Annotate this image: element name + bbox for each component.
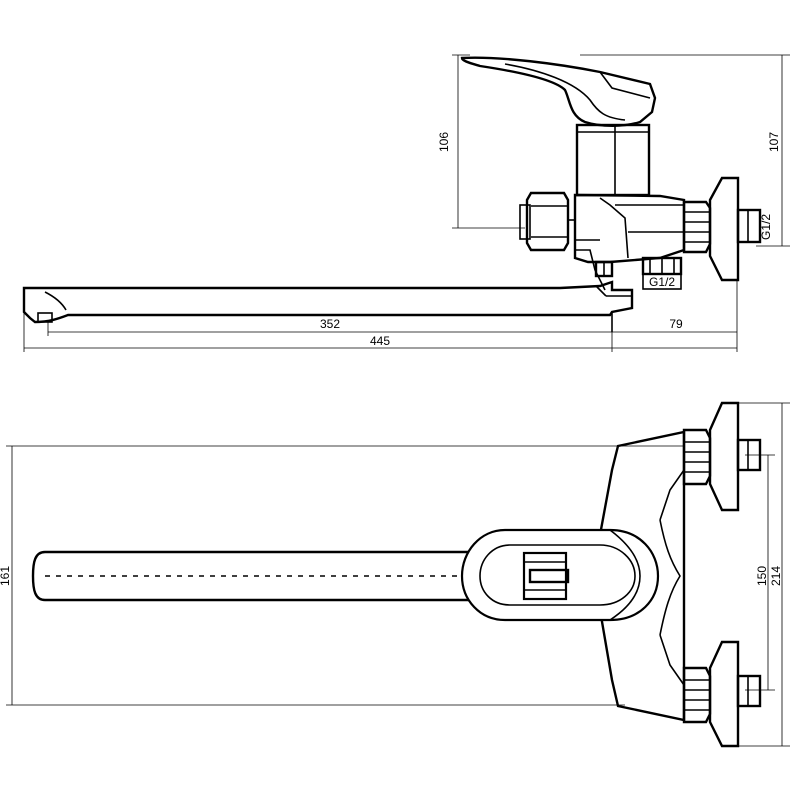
dim-label-352: 352 — [320, 317, 340, 331]
wall-connector-side: G1/2 — [682, 176, 773, 282]
dim-label-214: 214 — [769, 566, 783, 586]
dim-label-161: 161 — [0, 566, 12, 586]
dim-label-107: 107 — [767, 132, 781, 152]
eccentric-connector-upper — [682, 401, 762, 512]
thread-label-right: G1/2 — [759, 214, 773, 240]
dimension-overall-depth: 214 — [722, 402, 790, 747]
dim-label-445: 445 — [370, 334, 390, 348]
dimension-wall-offset: 79 — [612, 317, 737, 333]
dim-label-79: 79 — [669, 317, 683, 331]
thread-label-bottom: G1/2 — [649, 275, 675, 289]
dimension-spout-reach: 352 — [47, 317, 613, 352]
dimension-overall-width: 161 — [0, 445, 685, 706]
dim-label-106: 106 — [437, 132, 451, 152]
bottom-outlet: G1/2 — [594, 256, 683, 290]
mixer-body-top — [588, 430, 686, 722]
handle-lever — [460, 56, 657, 127]
top-view: 161 150 214 — [0, 401, 790, 748]
cartridge-body — [575, 123, 651, 197]
dimension-eccentric-spacing: 150 — [745, 454, 775, 691]
diverter-knob — [519, 191, 575, 252]
swivel-spout-top — [31, 550, 472, 602]
dimension-overall-length: 445 — [23, 280, 738, 352]
diverter-knob-top — [522, 551, 570, 601]
eccentric-connector-lower — [682, 640, 762, 748]
side-view: 106 107 — [22, 54, 790, 352]
dim-label-150: 150 — [755, 566, 769, 586]
dimension-body-height: 106 — [437, 54, 525, 229]
dimension-overall-height: 107 — [580, 54, 790, 247]
